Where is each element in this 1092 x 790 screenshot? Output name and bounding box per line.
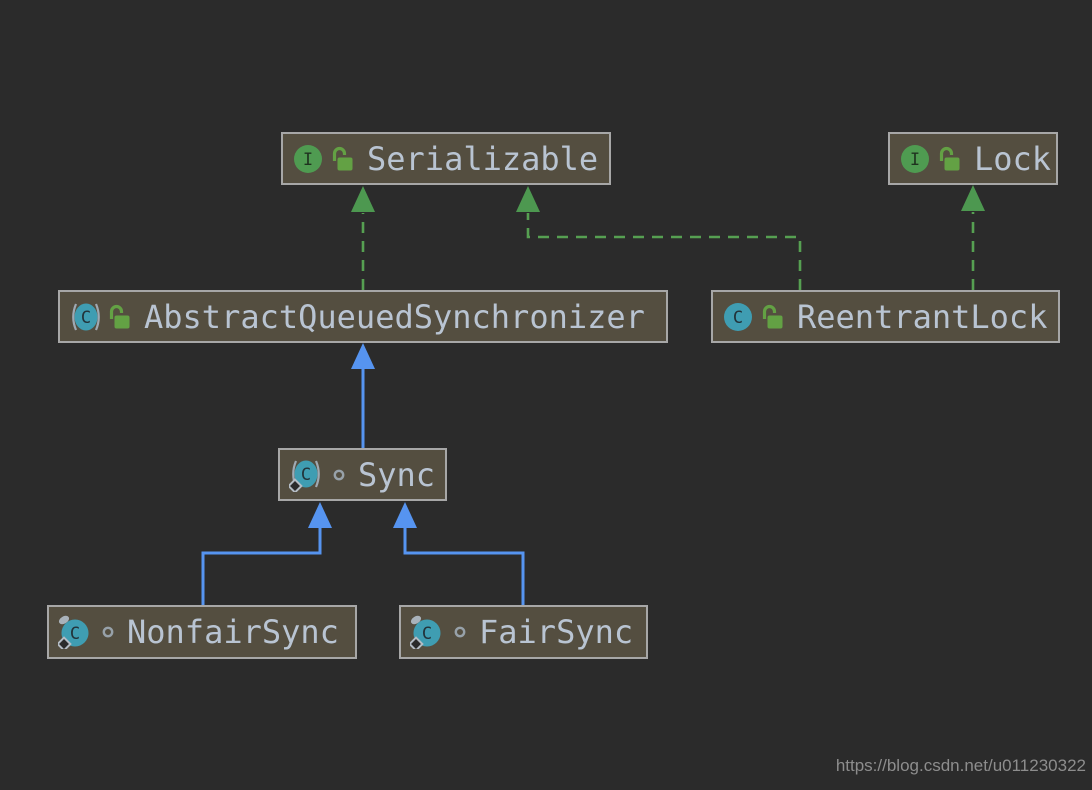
class-node-nonfairsync[interactable]: C NonfairSync [47, 605, 357, 659]
edge-aqs-implements-serializable [351, 186, 375, 290]
class-name-label: Serializable [367, 139, 599, 178]
interface-icon: I [294, 144, 322, 173]
static-mark-icon [410, 636, 424, 649]
class-name-label: Lock [974, 139, 1052, 178]
public-lock-icon [762, 304, 783, 328]
package-private-icon [333, 469, 345, 480]
package-private-icon [102, 626, 114, 638]
svg-text:C: C [81, 308, 91, 328]
edge-reentrantlock-implements-serializable [516, 186, 802, 290]
abstract-class-icon: C [72, 303, 100, 330]
class-node-reentrantlock[interactable]: C ReentrantLock [711, 290, 1060, 343]
public-lock-icon [109, 304, 130, 328]
svg-text:C: C [70, 624, 80, 644]
class-node-fairsync[interactable]: C FairSync [399, 605, 648, 659]
static-mark-icon [58, 636, 72, 649]
svg-text:I: I [910, 150, 920, 170]
class-node-sync[interactable]: C Sync [278, 448, 447, 501]
svg-text:C: C [733, 308, 743, 328]
svg-text:C: C [422, 624, 432, 644]
class-icon: C [58, 615, 89, 649]
edge-fairsync-extends-sync [393, 502, 525, 605]
final-mark-icon [410, 615, 422, 625]
abstract-class-icon: C [289, 460, 320, 492]
static-mark-icon [289, 477, 303, 492]
class-name-label: ReentrantLock [797, 297, 1048, 336]
interface-icon: I [901, 144, 929, 173]
class-icon: C [724, 302, 752, 331]
class-name-label: AbstractQueuedSynchronizer [144, 297, 645, 336]
class-node-serializable[interactable]: I Serializable [281, 132, 611, 185]
class-node-abstractqueuedsynchronizer[interactable]: C AbstractQueuedSynchronizer [58, 290, 668, 343]
public-lock-icon [332, 146, 353, 170]
class-icon: C [410, 615, 441, 649]
final-mark-icon [58, 615, 70, 625]
public-lock-icon [939, 146, 960, 170]
class-name-label: NonfairSync [127, 613, 339, 651]
svg-text:I: I [303, 150, 313, 170]
class-name-label: Sync [358, 455, 436, 494]
svg-text:C: C [301, 465, 311, 485]
package-private-icon [454, 626, 466, 638]
class-node-lock[interactable]: I Lock [888, 132, 1058, 185]
edge-nonfairsync-extends-sync [201, 502, 332, 605]
edge-reentrantlock-implements-lock [961, 185, 985, 290]
edge-sync-extends-aqs [351, 343, 375, 448]
class-name-label: FairSync [479, 613, 634, 651]
watermark: https://blog.csdn.net/u011230322 [835, 756, 1086, 775]
